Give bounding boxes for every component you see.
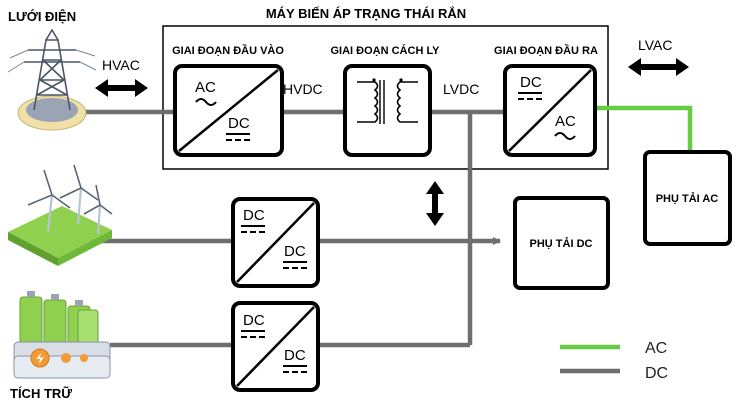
storage-converter-bottom-label: DC (284, 347, 306, 364)
hvac-double-arrow (95, 79, 148, 97)
dc-symbol-icon (283, 365, 307, 373)
dc-load-label: PHỤ TẢI DC (530, 237, 593, 250)
sst-enclosure (162, 25, 609, 170)
isolation-stage-label: GIAI ĐOẠN CÁCH LY (331, 44, 441, 57)
output-converter: DC AC (503, 64, 597, 157)
sst-title: MÁY BIẾN ÁP TRẠNG THÁI RẮN (266, 6, 466, 21)
wind-converter-bottom-label: DC (284, 243, 306, 260)
hvdc-label: HVDC (283, 81, 323, 97)
input-converter-bottom-label: DC (228, 115, 250, 132)
input-converter: AC DC (173, 64, 284, 157)
isolation-transformer (343, 64, 432, 157)
input-stage-label: GIAI ĐOẠN ĐẦU VÀO (172, 44, 284, 57)
dc-symbol-icon (518, 92, 542, 100)
storage-label: TÍCH TRỮ (10, 386, 72, 401)
battery-storage-icon (13, 291, 111, 379)
dc-symbol-icon (283, 261, 307, 269)
output-converter-bottom-label: AC (555, 113, 576, 130)
power-tower-icon (7, 28, 97, 131)
wind-turbine-icon (8, 164, 113, 266)
wind-converter-top-label: DC (243, 207, 265, 224)
dc-load-box: PHỤ TẢI DC (513, 196, 610, 290)
lvdc-double-arrow (426, 181, 444, 226)
lvac-label: LVAC (638, 37, 673, 53)
ac-wave-icon (554, 132, 576, 140)
storage-dcdc-converter: DC DC (231, 301, 320, 392)
legend-ac-label: AC (645, 340, 667, 357)
ac-output-line (590, 105, 693, 152)
ac-wave-icon (195, 98, 217, 106)
dc-lines (70, 109, 505, 348)
transformer-coil-icon (357, 81, 379, 123)
hvac-label: HVAC (102, 57, 140, 73)
lvdc-label: LVDC (443, 81, 479, 97)
dc-symbol-icon (241, 225, 265, 233)
storage-converter-top-label: DC (243, 312, 265, 329)
grid-label: LƯỚI ĐIỆN (8, 9, 76, 24)
wind-dcdc-converter: DC DC (231, 197, 320, 288)
ac-load-box: PHỤ TẢI AC (643, 150, 732, 246)
dc-symbol-icon (241, 330, 265, 338)
legend-dc-label: DC (645, 365, 668, 382)
dc-symbol-icon (226, 133, 250, 141)
input-converter-top-label: AC (195, 79, 216, 96)
output-converter-top-label: DC (520, 74, 542, 91)
output-stage-label: GIAI ĐOẠN ĐẦU RA (494, 44, 598, 57)
lvac-double-arrow (628, 58, 689, 76)
ac-load-label: PHỤ TẢI AC (656, 192, 719, 205)
legend: AC DC (560, 340, 668, 382)
